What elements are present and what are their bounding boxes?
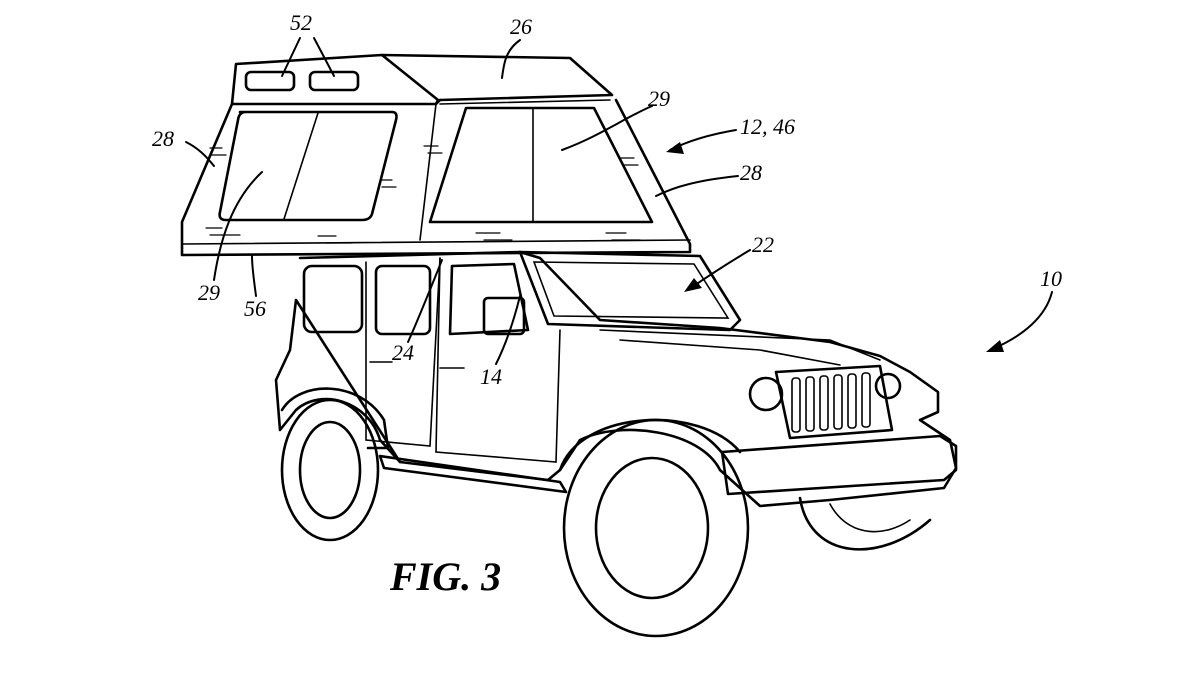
reference-numerals: 52 26 29 12, 46 28 28 22 10 29 56 24 14 [152,10,1062,389]
rear-wheel [280,398,380,542]
ref-28-left: 28 [152,126,174,151]
side-mirror [482,296,526,336]
vehicle [274,250,958,638]
rear-door-window [374,264,432,336]
headlight-right [874,372,902,400]
ref-52: 52 [290,10,312,35]
grille [774,364,894,440]
rear-quarter-window [302,264,364,334]
ref-29-top: 29 [648,86,670,111]
ref-14: 14 [480,364,502,389]
ref-56: 56 [244,296,266,321]
headlight-left [748,376,784,412]
roof-light-left [244,70,296,92]
front-wheel [562,418,750,638]
front-door-window [448,262,530,336]
side-window [428,106,654,224]
roof-light-right [308,70,360,92]
windshield [518,250,742,332]
ref-10: 10 [1040,266,1062,291]
ref-29-bottom: 29 [198,280,220,305]
rear-window [218,110,398,222]
far-front-wheel [798,496,932,551]
leader-lines [185,37,1053,365]
figure-label: FIG. 3 [389,554,501,599]
ref-22: 22 [752,232,774,257]
rock-rail [378,454,568,494]
front-bumper [720,434,958,496]
camper-shell [180,53,692,257]
ref-24: 24 [392,340,414,365]
ref-12-46: 12, 46 [740,114,795,139]
ref-28-right: 28 [740,160,762,185]
ref-26: 26 [510,14,532,39]
